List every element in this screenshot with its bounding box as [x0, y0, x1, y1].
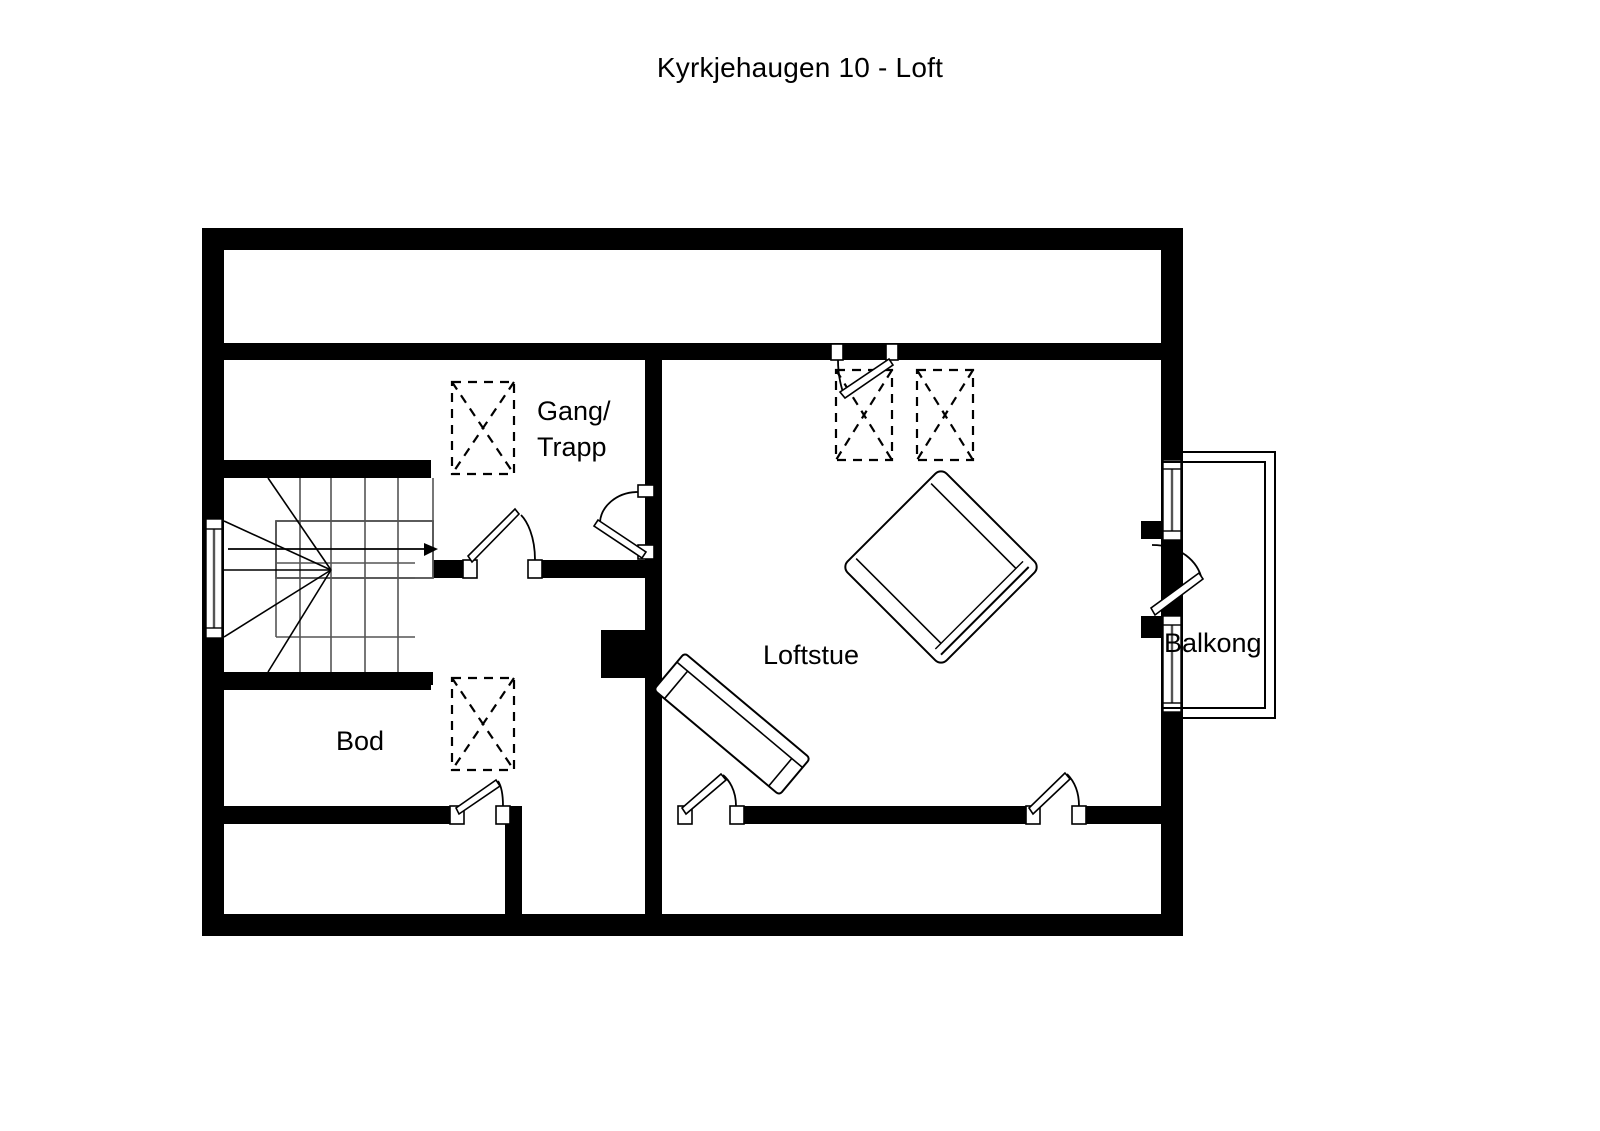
doors-group [449, 343, 1205, 825]
winder-staircase [223, 477, 438, 673]
page-title: Kyrkjehaugen 10 - Loft [656, 52, 944, 83]
door-gang-upper [592, 484, 655, 560]
wall-loftstue-bottom [740, 806, 1028, 824]
wall-loftstue-bottom-right [1080, 806, 1163, 824]
room-label-gang-trapp-line2: Trapp [537, 432, 607, 462]
wall-stub-stair-door [433, 560, 468, 578]
room-label-gang-trapp-line1: Gang/ [537, 396, 611, 426]
window-east-balcony-upper [1162, 459, 1182, 541]
wall-interior-vertical-center [645, 343, 662, 573]
door-gang-lower [462, 507, 543, 579]
door-loftstue-bottom-right [1025, 771, 1087, 825]
chimney-block [601, 630, 647, 678]
room-label-loftstue: Loftstue [763, 640, 859, 670]
wall-bod-bottom [202, 806, 452, 824]
bench-diagonal [654, 653, 810, 795]
furniture-group [654, 470, 1038, 795]
door-top-loftstue [830, 343, 899, 400]
window-pocket-east-top [1161, 360, 1183, 460]
wall-interior-vertical-center-lower [645, 573, 662, 918]
window-pocket-west-top [202, 460, 224, 522]
window-pocket-east-bottom [1161, 708, 1183, 918]
balcony-outline [1161, 451, 1276, 719]
wall-stair-top [216, 460, 431, 478]
walls-group [202, 228, 1183, 936]
windows-group [205, 459, 1182, 713]
skylight-bod [450, 676, 516, 772]
wall-gang-lower-horizontal [539, 560, 645, 578]
sofa-diagonal-large [844, 470, 1038, 664]
skylights-group [450, 368, 975, 772]
door-bod [449, 778, 511, 825]
wall-exterior-bottom [202, 914, 1183, 936]
room-label-balkong: Balkong [1164, 628, 1262, 658]
window-pocket-west-bottom [202, 636, 224, 692]
skylight-loftstue-left [834, 368, 894, 462]
wall-exterior-top [202, 228, 1183, 250]
stair-direction-arrow [228, 543, 438, 556]
room-label-bod: Bod [336, 726, 384, 756]
wall-bod-right-vertical [505, 806, 522, 936]
skylight-gang [450, 380, 516, 476]
wall-stair-bottom [216, 672, 431, 690]
wall-interior-upper-horizontal [202, 343, 1183, 360]
window-west-stair [205, 518, 223, 639]
door-loftstue-bottom-left [677, 772, 745, 825]
room-labels-group: Gang/ Trapp Bod Loftstue Balkong [336, 396, 1262, 756]
skylight-loftstue-right [915, 368, 975, 462]
door-balcony [1149, 544, 1205, 617]
